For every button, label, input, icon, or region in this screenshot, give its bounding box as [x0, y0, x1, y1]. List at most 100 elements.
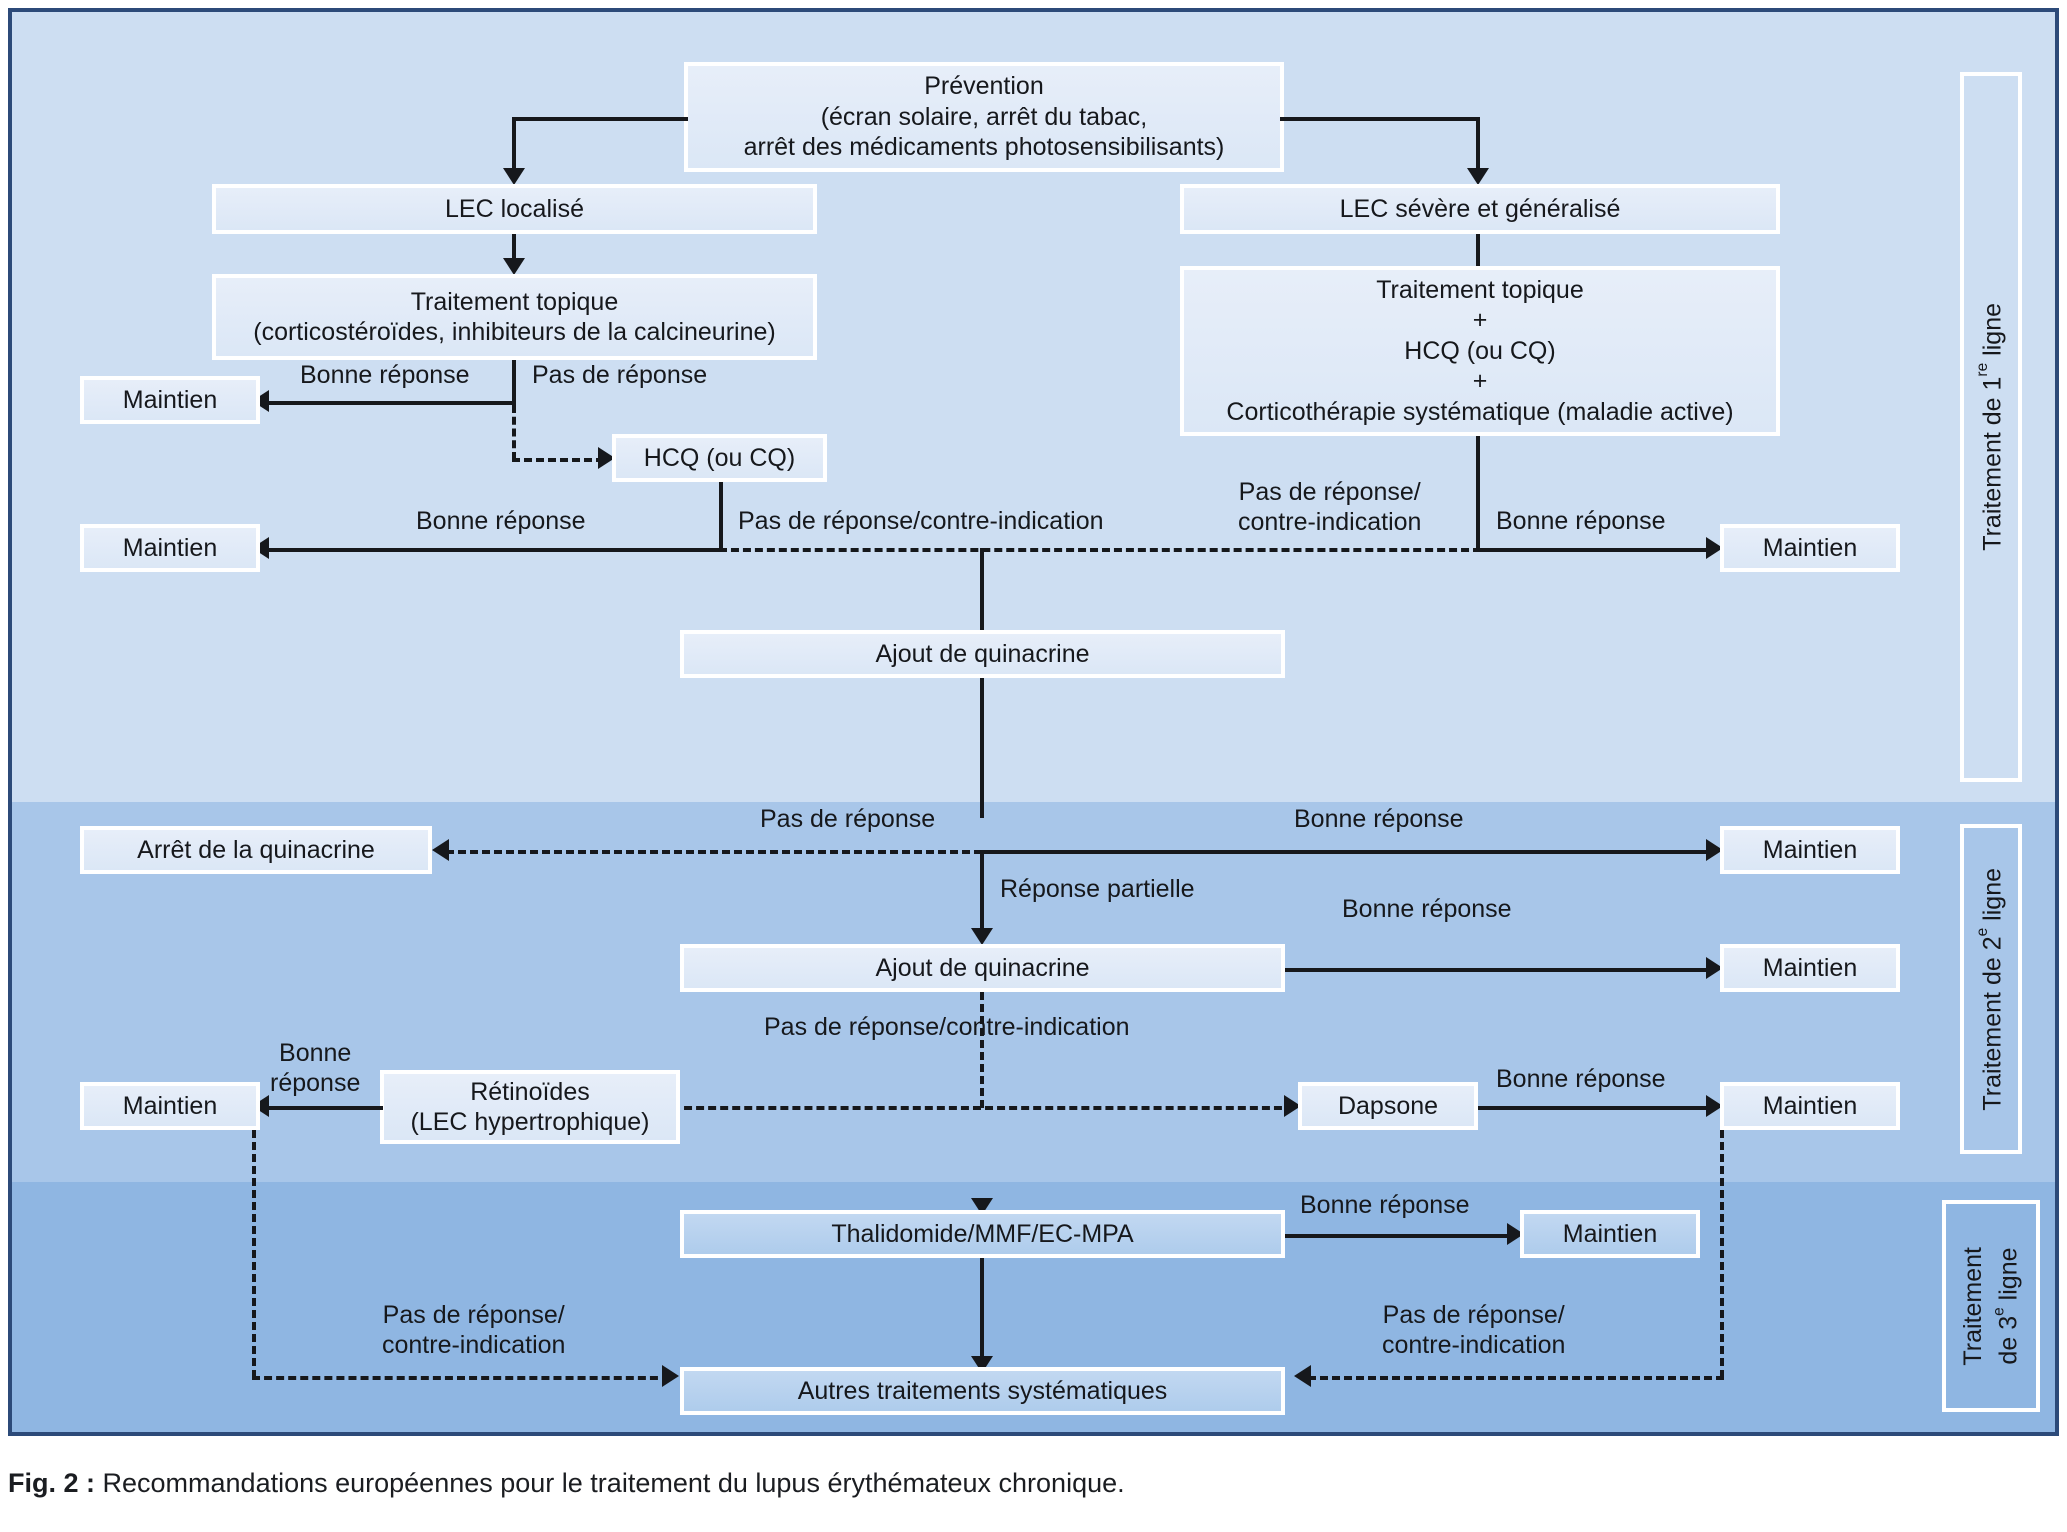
rail-first-line-label: Traitement de 1re ligne — [1974, 303, 2007, 551]
edge-quina1-down — [980, 678, 984, 818]
node-lec-severe[interactable]: LEC sévère et généralisé — [1180, 184, 1780, 234]
edge-lec-severe-to-topique — [1476, 234, 1480, 266]
node-topique-local[interactable]: Traitement topique (corticostéroïdes, in… — [212, 274, 817, 360]
node-maintien-3[interactable]: Maintien — [1720, 524, 1900, 572]
node-maintien-2-label: Maintien — [122, 533, 218, 562]
edge-topique-local-dash — [512, 405, 516, 460]
node-maintien-1-label: Maintien — [122, 385, 218, 414]
label-bonne-reponse-topique: Bonne réponse — [300, 361, 470, 389]
node-maintien-5[interactable]: Maintien — [1720, 944, 1900, 992]
edge-dash-to-hcq — [512, 458, 604, 462]
edge-prevention-right-drop — [1476, 117, 1480, 172]
edge-hcq-down — [719, 482, 723, 552]
node-thalidomide-label: Thalidomide/MMF/EC-MPA — [831, 1219, 1134, 1248]
node-lec-localise[interactable]: LEC localisé — [212, 184, 817, 234]
edge-hcq-to-maintien2 — [265, 548, 723, 552]
node-hcq-label: HCQ (ou CQ) — [643, 443, 796, 472]
node-quinacrine-1[interactable]: Ajout de quinacrine — [680, 630, 1285, 678]
node-maintien-8[interactable]: Maintien — [1520, 1210, 1700, 1258]
node-maintien-4[interactable]: Maintien — [1720, 826, 1900, 874]
edge-prevention-left-drop — [512, 117, 516, 172]
node-quinacrine-2-label: Ajout de quinacrine — [875, 953, 1090, 982]
edge-dapsone-to-maintien7 — [1478, 1106, 1716, 1110]
label-pas-de-reponse-topique: Pas de réponse — [532, 361, 708, 389]
node-topique-severe-label: Traitement topique + HCQ (ou CQ) + Corti… — [1226, 275, 1734, 426]
node-topique-severe[interactable]: Traitement topique + HCQ (ou CQ) + Corti… — [1180, 266, 1780, 436]
node-prevention-label: Prévention (écran solaire, arrêt du taba… — [743, 72, 1225, 162]
edge-thalidomide-down — [980, 1258, 984, 1364]
arrowhead-maintien-8 — [1507, 1223, 1524, 1245]
arrowhead-topique-local — [503, 258, 525, 275]
edge-left-dash-down — [252, 1130, 256, 1378]
node-maintien-1[interactable]: Maintien — [80, 376, 260, 424]
label-pas-reponse-ci-quina2: Pas de réponse/contre-indication — [764, 1013, 1130, 1041]
arrowhead-lec-localise — [503, 168, 525, 185]
node-maintien-6[interactable]: Maintien — [80, 1082, 260, 1130]
label-bonne-reponse-thalidomide: Bonne réponse — [1300, 1191, 1470, 1219]
node-arret-quinacrine[interactable]: Arrêt de la quinacrine — [80, 826, 432, 874]
node-topique-local-label: Traitement topique (corticostéroïdes, in… — [253, 287, 776, 347]
edge-severe-to-maintien3 — [1476, 548, 1716, 552]
edge-quina2-to-maintien5 — [1285, 968, 1716, 972]
label-bonne-reponse-quina2: Bonne réponse — [1342, 895, 1512, 923]
flowchart-canvas: Prévention (écran solaire, arrêt du taba… — [12, 12, 2055, 1432]
edge-left-dash-to-autres — [252, 1376, 670, 1380]
node-maintien-2[interactable]: Maintien — [80, 524, 260, 572]
edge-retinoides-to-maintien6 — [265, 1106, 383, 1110]
arrowhead-quinacrine-2 — [971, 928, 993, 945]
arrowhead-autres-left — [662, 1365, 679, 1387]
node-maintien-3-label: Maintien — [1762, 533, 1858, 562]
arrowhead-maintien-4 — [1706, 839, 1723, 861]
node-lec-severe-label: LEC sévère et généralisé — [1339, 194, 1621, 223]
edge-dash-down-to-quina1 — [980, 548, 984, 634]
edge-prevention-left — [512, 117, 688, 121]
arrowhead-maintien-7 — [1706, 1095, 1723, 1117]
arrowhead-arret-quinacrine — [432, 839, 449, 861]
edge-topique-severe-down — [1476, 436, 1480, 548]
edge-quina2-down-dash — [980, 992, 984, 1108]
edge-thalidomide-to-maintien8 — [1285, 1234, 1517, 1238]
label-bonne-reponse-severe: Bonne réponse — [1496, 507, 1666, 535]
node-lec-localise-label: LEC localisé — [445, 194, 584, 223]
arrowhead-lec-severe — [1467, 168, 1489, 185]
edge-quina1-to-maintien4 — [980, 850, 1716, 854]
node-hcq[interactable]: HCQ (ou CQ) — [612, 434, 827, 482]
node-maintien-6-label: Maintien — [122, 1091, 218, 1120]
node-maintien-7[interactable]: Maintien — [1720, 1082, 1900, 1130]
node-dapsone[interactable]: Dapsone — [1298, 1082, 1478, 1130]
edge-quina1-down-2 — [980, 850, 984, 932]
node-quinacrine-2[interactable]: Ajout de quinacrine — [680, 944, 1285, 992]
arrowhead-maintien-5 — [1706, 957, 1723, 979]
node-quinacrine-1-label: Ajout de quinacrine — [875, 639, 1090, 668]
label-bonne-reponse-quina1: Bonne réponse — [1294, 805, 1464, 833]
diagram-frame: Prévention (écran solaire, arrêt du taba… — [8, 8, 2059, 1436]
rail-first-line: Traitement de 1re ligne — [1960, 72, 2022, 782]
node-thalidomide[interactable]: Thalidomide/MMF/EC-MPA — [680, 1210, 1285, 1258]
label-pas-de-reponse-quina1: Pas de réponse — [760, 805, 936, 833]
label-pas-reponse-ci-severe: Pas de réponse/ contre-indication — [1238, 478, 1422, 536]
arrowhead-dapsone — [1284, 1095, 1301, 1117]
label-bonne-reponse-hcq: Bonne réponse — [416, 507, 586, 535]
node-arret-quinacrine-label: Arrêt de la quinacrine — [137, 835, 375, 864]
label-bonne-reponse-dapsone: Bonne réponse — [1496, 1065, 1666, 1093]
node-maintien-5-label: Maintien — [1762, 953, 1858, 982]
edge-right-dash-to-autres — [1308, 1376, 1724, 1380]
edge-lec-localise-to-topique — [512, 234, 516, 262]
rail-second-line-label: Traitement de 2e ligne — [1974, 867, 2007, 1111]
label-pas-reponse-ci-right: Pas de réponse/ contre-indication — [1382, 1301, 1566, 1359]
label-reponse-partielle: Réponse partielle — [1000, 875, 1195, 903]
node-retinoides[interactable]: Rétinoïdes (LEC hypertrophique) — [380, 1070, 680, 1144]
node-prevention[interactable]: Prévention (écran solaire, arrêt du taba… — [684, 62, 1284, 172]
label-bonne-reponse-retinoides: Bonne réponse — [270, 1039, 361, 1097]
node-dapsone-label: Dapsone — [1337, 1091, 1439, 1120]
node-autres-traitements[interactable]: Autres traitements systématiques — [680, 1367, 1285, 1415]
rail-second-line: Traitement de 2e ligne — [1960, 824, 2022, 1154]
edge-prevention-right — [1280, 117, 1480, 121]
arrowhead-hcq — [598, 447, 615, 469]
figure-caption-text: Recommandations européennes pour le trai… — [95, 1468, 1125, 1498]
arrowhead-autres-right — [1294, 1365, 1311, 1387]
node-retinoides-label: Rétinoïdes (LEC hypertrophique) — [410, 1077, 650, 1137]
